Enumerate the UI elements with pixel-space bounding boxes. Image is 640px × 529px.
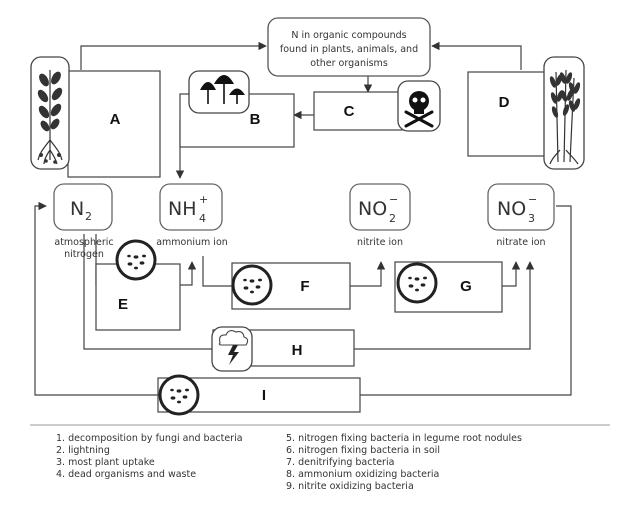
grain-plant-icon — [543, 56, 585, 170]
compound-no3: NO − 3 nitrate ion — [487, 183, 555, 248]
process-label-a: A — [110, 111, 121, 128]
no3-superscript: − — [528, 193, 537, 206]
nh4-superscript: + — [199, 193, 208, 206]
compound-no2: NO − 2 nitrite ion — [349, 183, 411, 248]
organic-nitrogen-box: N in organic compounds found in plants, … — [267, 17, 431, 77]
no3-label: nitrate ion — [496, 237, 545, 248]
no3-formula: NO — [497, 198, 526, 220]
process-label-i: I — [262, 387, 266, 404]
process-label-e: E — [118, 296, 128, 313]
no2-formula: NO — [358, 198, 387, 220]
n2-label-1: atmospheric — [54, 237, 113, 248]
compound-n2: N 2 atmospheric nitrogen — [53, 183, 114, 260]
nh4-subscript: 4 — [199, 212, 206, 225]
legend-item-4: 4. dead organisms and waste — [56, 469, 196, 480]
organic-box-line-2: found in plants, animals, and — [280, 44, 418, 55]
process-label-g: G — [460, 278, 472, 295]
line-n2-to-h — [83, 234, 213, 350]
process-box-a — [67, 70, 161, 178]
mushroom-icon — [188, 70, 250, 114]
arrow-d-to-organic — [431, 41, 522, 70]
process-box-c — [313, 91, 403, 131]
arrow-a-to-organic — [80, 41, 267, 70]
process-label-d: D — [499, 94, 510, 111]
cycle-connectors — [34, 41, 572, 396]
arrow-f-to-no2 — [350, 261, 386, 287]
legume-plant-icon — [30, 56, 70, 170]
bacteria-icon-e — [115, 239, 157, 281]
line-no3-to-i — [360, 205, 572, 396]
legend-item-6: 6. nitrogen fixing bacteria in soil — [286, 445, 440, 456]
n2-label-2: nitrogen — [64, 249, 104, 260]
process-label-b: B — [250, 111, 261, 128]
legend-item-5: 5. nitrogen fixing bacteria in legume ro… — [286, 433, 522, 444]
bacteria-icon-g — [396, 262, 438, 304]
legend-item-9: 9. nitrite oxidizing bacteria — [286, 481, 414, 492]
no2-label: nitrite ion — [357, 237, 403, 248]
line-nh4-to-f — [202, 256, 232, 287]
organic-box-line-1: N in organic compounds — [291, 30, 406, 41]
legend-item-7: 7. denitrifying bacteria — [286, 457, 394, 468]
process-label-c: C — [344, 103, 355, 120]
legend-item-1: 1. decomposition by fungi and bacteria — [56, 433, 243, 444]
arrow-i-to-n2 — [34, 201, 158, 396]
no3-subscript: 3 — [528, 212, 535, 225]
organic-box-line-3: other organisms — [310, 58, 388, 69]
legend-item-3: 3. most plant uptake — [56, 457, 155, 468]
skull-crossbones-icon — [397, 80, 441, 132]
process-label-h: H — [292, 342, 303, 359]
no2-superscript: − — [389, 193, 398, 206]
nh4-formula: NH — [168, 198, 197, 220]
arrow-h-to-no3 — [354, 261, 535, 350]
process-box-d — [467, 71, 559, 157]
compound-nh4: NH + 4 ammonium ion — [156, 183, 228, 248]
bacteria-icon-i — [158, 374, 200, 416]
nh4-label: ammonium ion — [156, 237, 228, 248]
n2-formula: N — [70, 198, 84, 220]
legend-item-2: 2. lightning — [56, 445, 110, 456]
no2-subscript: 2 — [389, 212, 396, 225]
arrow-g-to-no3 — [502, 261, 521, 287]
n2-subscript: 2 — [85, 210, 92, 223]
legend-item-8: 8. ammonium oxidizing bacteria — [286, 469, 439, 480]
legend-left-column: 1. decomposition by fungi and bacteria 2… — [56, 433, 243, 480]
bacteria-icon-f — [231, 264, 273, 306]
process-label-f: F — [300, 278, 309, 295]
lightning-cloud-icon — [211, 326, 253, 372]
legend-right-column: 5. nitrogen fixing bacteria in legume ro… — [286, 433, 522, 492]
